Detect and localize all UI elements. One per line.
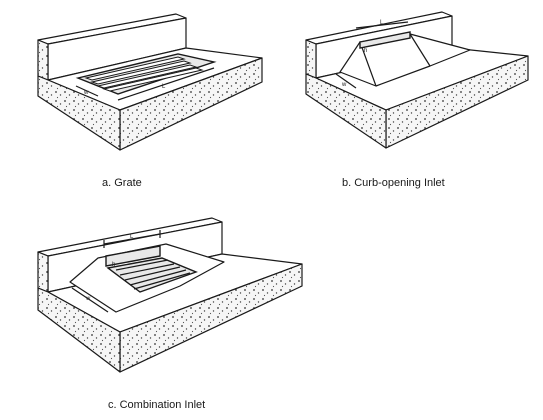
combination-width-dimension [71, 287, 109, 313]
curb-opening-inlet-drawing: L w h [305, 11, 529, 149]
caption-curb-opening: b. Curb-opening Inlet [342, 177, 445, 189]
combination-width-label: w [85, 296, 91, 302]
curb-opening-height-label: h [364, 48, 367, 54]
grate-width-dimension [75, 85, 99, 97]
curb-opening-pavement-left [305, 73, 387, 149]
curb-opening-curb-end [305, 39, 317, 79]
combination-length-dimension [103, 233, 161, 245]
combination-grate-bars [115, 259, 191, 290]
curb-opening-width-dimension [335, 73, 357, 89]
combination-height-label: h [112, 262, 115, 268]
combination-grate-frame [106, 257, 198, 293]
combination-pavement-left [37, 287, 121, 373]
grate-length-dimension [117, 67, 215, 101]
grate-width-label: w [83, 90, 89, 96]
grate-inlet-drawing: w L [37, 13, 263, 151]
grate-bars [84, 56, 204, 92]
combination-curb-opening [105, 245, 161, 267]
combination-inlet-drawing: L h w [37, 217, 303, 373]
combination-curb-end [37, 251, 49, 293]
caption-grate: a. Grate [102, 177, 142, 189]
curb-opening [359, 31, 411, 49]
grate-curb-end [37, 39, 49, 81]
grate-length-label: L [162, 84, 166, 90]
caption-combination: c. Combination Inlet [108, 399, 205, 411]
curb-opening-length-label: L [380, 20, 384, 26]
curb-opening-length-dimension [355, 21, 409, 29]
curb-opening-width-label: w [341, 82, 347, 88]
combination-length-label: L [130, 234, 134, 240]
grate-pavement-left [37, 75, 121, 151]
